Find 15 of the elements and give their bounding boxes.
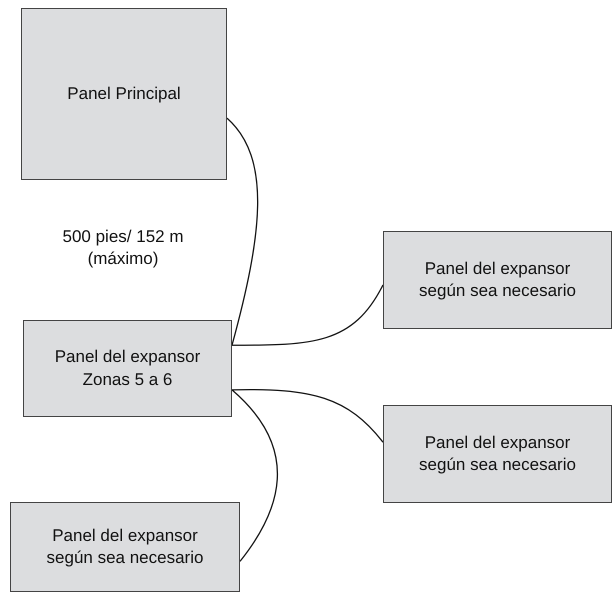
panel-label: Panel del expansor según sea necesario bbox=[46, 524, 204, 569]
panel-box bbox=[23, 320, 232, 417]
panel-label: Panel del expansor según sea necesario bbox=[418, 432, 577, 476]
cable-line bbox=[232, 284, 384, 346]
cable-line bbox=[232, 388, 384, 443]
panel-box bbox=[383, 405, 612, 503]
panel-label: Panel Principal bbox=[66, 82, 182, 105]
panel-box bbox=[10, 502, 240, 592]
cable-line bbox=[226, 118, 258, 346]
distance-note: 500 pies/ 152 m (máximo) bbox=[62, 226, 184, 270]
panel-label: Panel del expansor Zonas 5 a 6 bbox=[54, 346, 202, 390]
panel-box bbox=[21, 8, 227, 180]
cable-line bbox=[232, 389, 278, 562]
panel-label: Panel del expansor según sea necesario bbox=[418, 258, 577, 302]
panel-box bbox=[383, 231, 612, 329]
